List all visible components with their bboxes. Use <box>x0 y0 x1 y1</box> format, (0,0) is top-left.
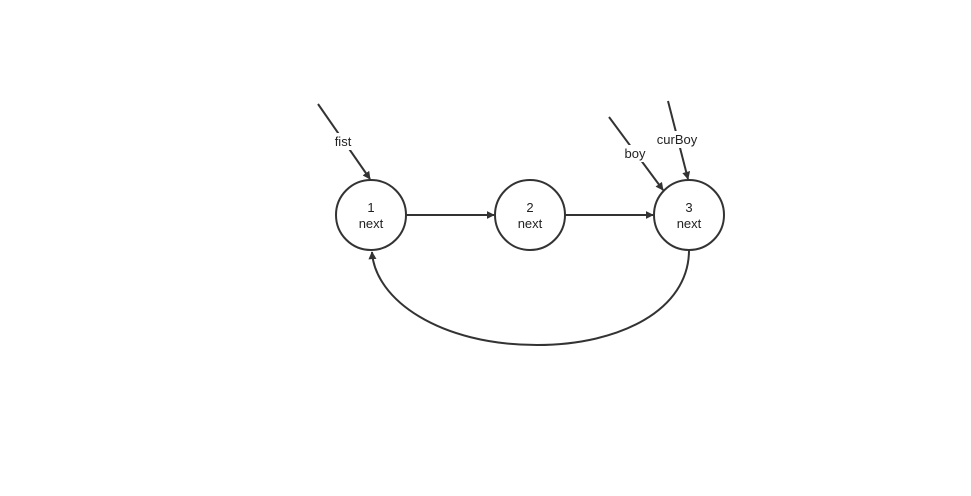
node-circle <box>335 179 407 251</box>
list-node-2: 2 next <box>494 179 566 251</box>
pointer-label-fist: fist <box>335 134 352 149</box>
pointer-label-bg-fist <box>330 133 357 150</box>
pointer-label-bg-boy <box>620 145 650 162</box>
node-next-label: next <box>518 216 543 231</box>
node-next-label: next <box>677 216 702 231</box>
pointer-label-curboy: curBoy <box>657 132 698 147</box>
node-circle <box>494 179 566 251</box>
node-value: 1 <box>367 200 374 215</box>
node-circle <box>653 179 725 251</box>
node-next-label: next <box>359 216 384 231</box>
node-value: 2 <box>526 200 533 215</box>
list-node-1: 1 next <box>335 179 407 251</box>
list-node-3: 3 next <box>653 179 725 251</box>
edge-3-to-1-loop <box>368 249 690 347</box>
pointer-label-boy: boy <box>625 146 646 161</box>
node-value: 3 <box>685 200 692 215</box>
pointer-label-bg-curboy <box>654 131 700 148</box>
